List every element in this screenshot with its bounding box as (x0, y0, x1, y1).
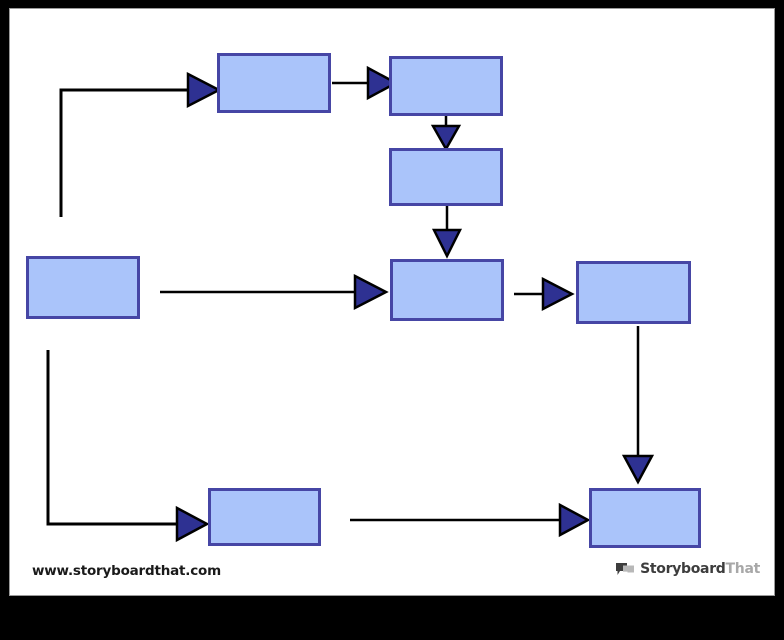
brand-name: StoryboardThat (640, 561, 760, 577)
edge-node-4-to-node-7 (46, 350, 210, 543)
footer: www.storyboardthat.com StoryboardThat (10, 551, 774, 595)
site-url-text: www.storyboardthat.com (32, 563, 221, 579)
speech-bubble-icon (616, 562, 635, 575)
diagram-canvas[interactable]: www.storyboardthat.com StoryboardThat (9, 8, 775, 596)
edge-node-3-to-node-5 (431, 206, 463, 259)
brand-suffix: That (725, 561, 761, 577)
edge-loopback-to-node-1 (59, 71, 222, 217)
edge-node-1-to-node-2 (332, 65, 399, 101)
flow-node-5[interactable] (390, 259, 504, 321)
flow-node-4[interactable] (26, 256, 140, 319)
connector-layer (46, 65, 655, 543)
edge-node-4-to-node-5 (160, 273, 389, 311)
flow-node-2[interactable] (389, 56, 503, 116)
flow-node-3[interactable] (389, 148, 503, 206)
edge-node-5-to-node-6 (514, 276, 575, 312)
edge-node-7-to-node-8 (350, 502, 591, 538)
brand-prefix: Storyboard (640, 561, 726, 577)
edge-node-2-to-node-3 (430, 116, 462, 152)
flow-node-1[interactable] (217, 53, 331, 113)
flow-node-6[interactable] (576, 261, 691, 324)
flow-node-8[interactable] (589, 488, 701, 548)
edge-node-6-to-node-8 (621, 326, 655, 485)
storyboardthat-logo: StoryboardThat (615, 561, 760, 577)
flow-node-7[interactable] (208, 488, 321, 546)
